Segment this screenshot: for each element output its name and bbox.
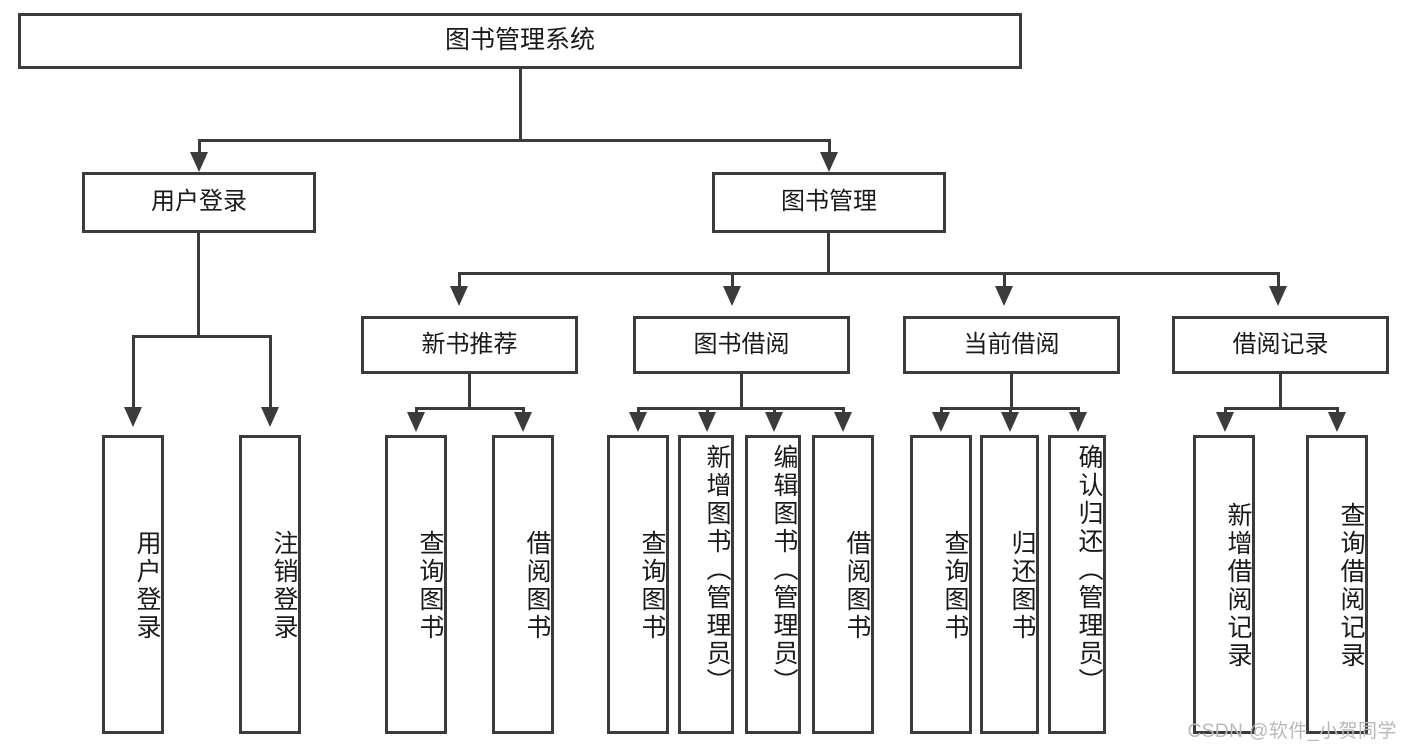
arrowhead-cb-to-confirm-return [1069, 412, 1087, 432]
node-label: 查询图书 [638, 529, 666, 642]
node-label: 图书借阅 [693, 330, 790, 358]
edge-book-borrow-bus [637, 407, 845, 410]
node-label: 图书管理 [781, 188, 877, 216]
edge-borrow-record-stem [1279, 374, 1282, 410]
node-label: 用户登录 [151, 188, 247, 216]
edge-bm-to-new-book [458, 272, 461, 290]
leaf-return-book[interactable]: 归还图书 [980, 435, 1039, 734]
node-book-management-system[interactable]: 图书管理系统 [18, 13, 1022, 69]
node-label: 当前借阅 [963, 330, 1060, 358]
arrowhead-nb-to-borrow-book [514, 412, 532, 432]
leaf-query-book-recommend[interactable]: 查询图书 [385, 435, 447, 734]
edge-current-borrow-stem [1010, 374, 1013, 410]
node-new-book-recommend[interactable]: 新书推荐 [361, 316, 578, 374]
node-borrow-record[interactable]: 借阅记录 [1172, 316, 1389, 374]
leaf-add-book-admin[interactable]: 新增图书（管理员） [678, 435, 734, 734]
edge-borrow-record-bus [1224, 407, 1339, 410]
arrowhead-user-login-to-login [124, 407, 142, 427]
arrowhead-bm-to-borrow-record [1269, 286, 1287, 306]
edge-book-management-stem [827, 233, 830, 275]
edge-bb-to-borrow-book [842, 407, 845, 415]
node-label: 新书推荐 [421, 330, 518, 358]
edge-bm-to-book-borrow [731, 272, 734, 290]
edge-bm-to-borrow-record [1277, 272, 1280, 290]
leaf-query-book-borrow[interactable]: 查询图书 [607, 435, 669, 734]
arrowhead-bb-to-add-book [698, 412, 716, 432]
leaf-logout[interactable]: 注销登录 [239, 435, 301, 734]
node-user-login[interactable]: 用户登录 [82, 172, 316, 233]
edge-cb-to-query-book [940, 407, 943, 415]
edge-bm-to-current-borrow [1003, 272, 1006, 290]
edge-book-borrow-stem [740, 374, 743, 410]
leaf-confirm-return-admin[interactable]: 确认归还（管理员） [1048, 435, 1106, 734]
edge-cb-to-return-book [1009, 407, 1012, 415]
edge-book-management-bus [458, 272, 1280, 275]
leaf-user-login[interactable]: 用户登录 [102, 435, 164, 734]
node-label: 借阅记录 [1232, 330, 1329, 358]
arrowhead-root-to-user-login [190, 152, 208, 172]
arrowhead-br-to-query-record [1328, 412, 1346, 432]
edge-br-to-add-record [1224, 407, 1227, 415]
leaf-add-borrow-record[interactable]: 新增借阅记录 [1193, 435, 1255, 734]
edge-bb-to-add-book [706, 407, 709, 415]
leaf-edit-book-admin[interactable]: 编辑图书（管理员） [745, 435, 801, 734]
arrowhead-user-login-to-logout [261, 407, 279, 427]
edge-root-to-user-login [198, 139, 201, 157]
leaf-query-book-current[interactable]: 查询图书 [910, 435, 972, 734]
csdn-watermark: CSDN @软件_小贺同学 [1187, 721, 1397, 742]
edge-cb-to-confirm-return [1077, 407, 1080, 415]
edge-user-login-bus [132, 335, 272, 338]
leaf-query-borrow-record[interactable]: 查询借阅记录 [1306, 435, 1368, 734]
arrowhead-cb-to-query-book [932, 412, 950, 432]
edge-root-bus [198, 139, 831, 142]
edge-new-book-stem [468, 374, 471, 410]
node-book-management[interactable]: 图书管理 [712, 172, 946, 233]
arrowhead-bm-to-new-book [450, 286, 468, 306]
arrowhead-root-to-book-management [820, 152, 838, 172]
edge-bb-to-edit-book [773, 407, 776, 415]
leaf-borrow-book[interactable]: 借阅图书 [812, 435, 874, 734]
arrowhead-bm-to-book-borrow [723, 286, 741, 306]
edge-nb-to-query-book [415, 407, 418, 415]
arrowhead-cb-to-return-book [1001, 412, 1019, 432]
node-label: 借阅图书 [523, 529, 551, 642]
arrowhead-br-to-add-record [1216, 412, 1234, 432]
edge-user-login-to-login [132, 335, 135, 411]
arrowhead-nb-to-query-book [407, 412, 425, 432]
arrowhead-bm-to-current-borrow [995, 286, 1013, 306]
node-label: 查询借阅记录 [1337, 501, 1365, 670]
leaf-borrow-book-recommend[interactable]: 借阅图书 [492, 435, 554, 734]
arrowhead-bb-to-query-book [629, 412, 647, 432]
node-current-borrow[interactable]: 当前借阅 [903, 316, 1120, 374]
node-label: 编辑图书（管理员） [770, 444, 798, 696]
arrowhead-bb-to-borrow-book [834, 412, 852, 432]
edge-user-login-stem [197, 233, 200, 337]
edge-br-to-query-record [1336, 407, 1339, 415]
node-label: 查询图书 [941, 529, 969, 642]
node-label: 确认归还（管理员） [1075, 444, 1103, 696]
edge-nb-to-borrow-book [522, 407, 525, 415]
node-label: 查询图书 [416, 529, 444, 642]
node-label: 注销登录 [270, 529, 298, 642]
edge-root-stem [519, 69, 522, 141]
node-label: 新增图书（管理员） [703, 444, 731, 696]
edge-root-to-book-management [828, 139, 831, 157]
node-label: 新增借阅记录 [1224, 501, 1252, 670]
node-label: 用户登录 [133, 529, 161, 642]
node-label: 归还图书 [1008, 529, 1036, 642]
node-book-borrow[interactable]: 图书借阅 [633, 316, 850, 374]
edge-bb-to-query-book [637, 407, 640, 415]
edge-user-login-to-logout [269, 335, 272, 411]
arrowhead-bb-to-edit-book [765, 412, 783, 432]
node-label: 借阅图书 [843, 529, 871, 642]
edge-new-book-bus [415, 407, 525, 410]
node-label: 图书管理系统 [444, 26, 595, 55]
